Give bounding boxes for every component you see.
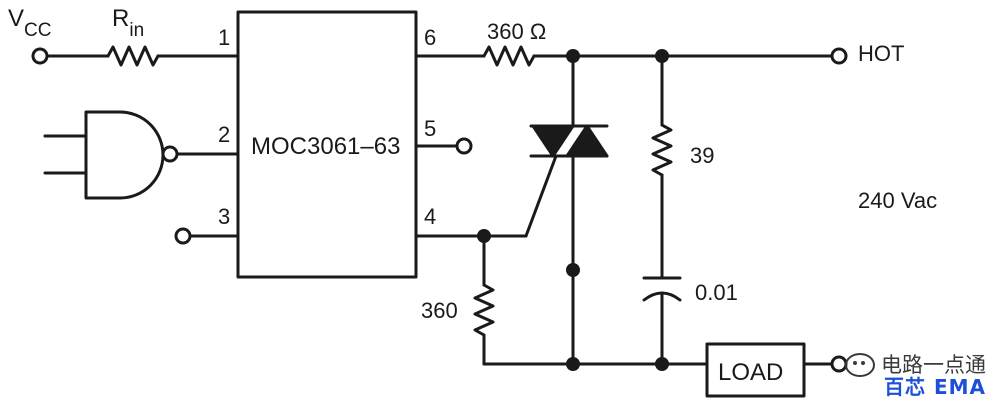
resistor-39-label: 39 xyxy=(690,143,714,168)
vcc-terminal xyxy=(31,47,49,65)
resistor-360-label: 360 xyxy=(421,298,458,323)
junction-dot xyxy=(566,263,580,277)
resistor-39 xyxy=(651,123,673,177)
pin6-label: 6 xyxy=(424,25,436,50)
watermark-line2: 百芯 EMA xyxy=(883,375,986,399)
capacitor-001-label: 0.01 xyxy=(695,280,738,305)
voltage-label: 240 Vac xyxy=(858,188,937,213)
nand-gate xyxy=(43,110,179,200)
pin1-label: 1 xyxy=(218,25,230,50)
junction-dot xyxy=(566,357,580,371)
ic-name-label: MOC3061–63 xyxy=(251,133,400,160)
load-label: LOAD xyxy=(718,359,783,386)
pin5-terminal xyxy=(455,137,473,155)
pin3-label: 3 xyxy=(218,204,230,229)
junction-dot xyxy=(566,49,580,63)
chat-bubble-icon xyxy=(845,353,875,377)
hot-label: HOT xyxy=(858,41,904,66)
triac-forward-triangle xyxy=(531,124,575,158)
neutral-terminal xyxy=(830,355,848,373)
load-box xyxy=(705,342,806,398)
wire-gate xyxy=(524,154,558,238)
resistor-360-ohm xyxy=(482,45,536,67)
pin5-label: 5 xyxy=(424,116,436,141)
resistor-360-ohm-label: 360 Ω xyxy=(487,19,546,44)
pin3-terminal xyxy=(174,227,192,245)
rin-label: Rin xyxy=(112,5,144,41)
pin2-label: 2 xyxy=(218,122,230,147)
vcc-label: VCC xyxy=(8,5,51,41)
pin4-label: 4 xyxy=(424,204,436,229)
watermark: 电路一点通 百芯 EMA xyxy=(845,353,986,398)
watermark-line1: 电路一点通 xyxy=(881,352,986,377)
hot-terminal xyxy=(830,47,848,65)
moc3061-ic xyxy=(236,10,418,279)
resistor-rin xyxy=(106,45,160,67)
junction-dot xyxy=(655,357,669,371)
junction-dot xyxy=(477,229,491,243)
triac-reverse-triangle xyxy=(565,124,609,158)
resistor-360 xyxy=(473,283,495,337)
junction-dot xyxy=(655,49,669,63)
